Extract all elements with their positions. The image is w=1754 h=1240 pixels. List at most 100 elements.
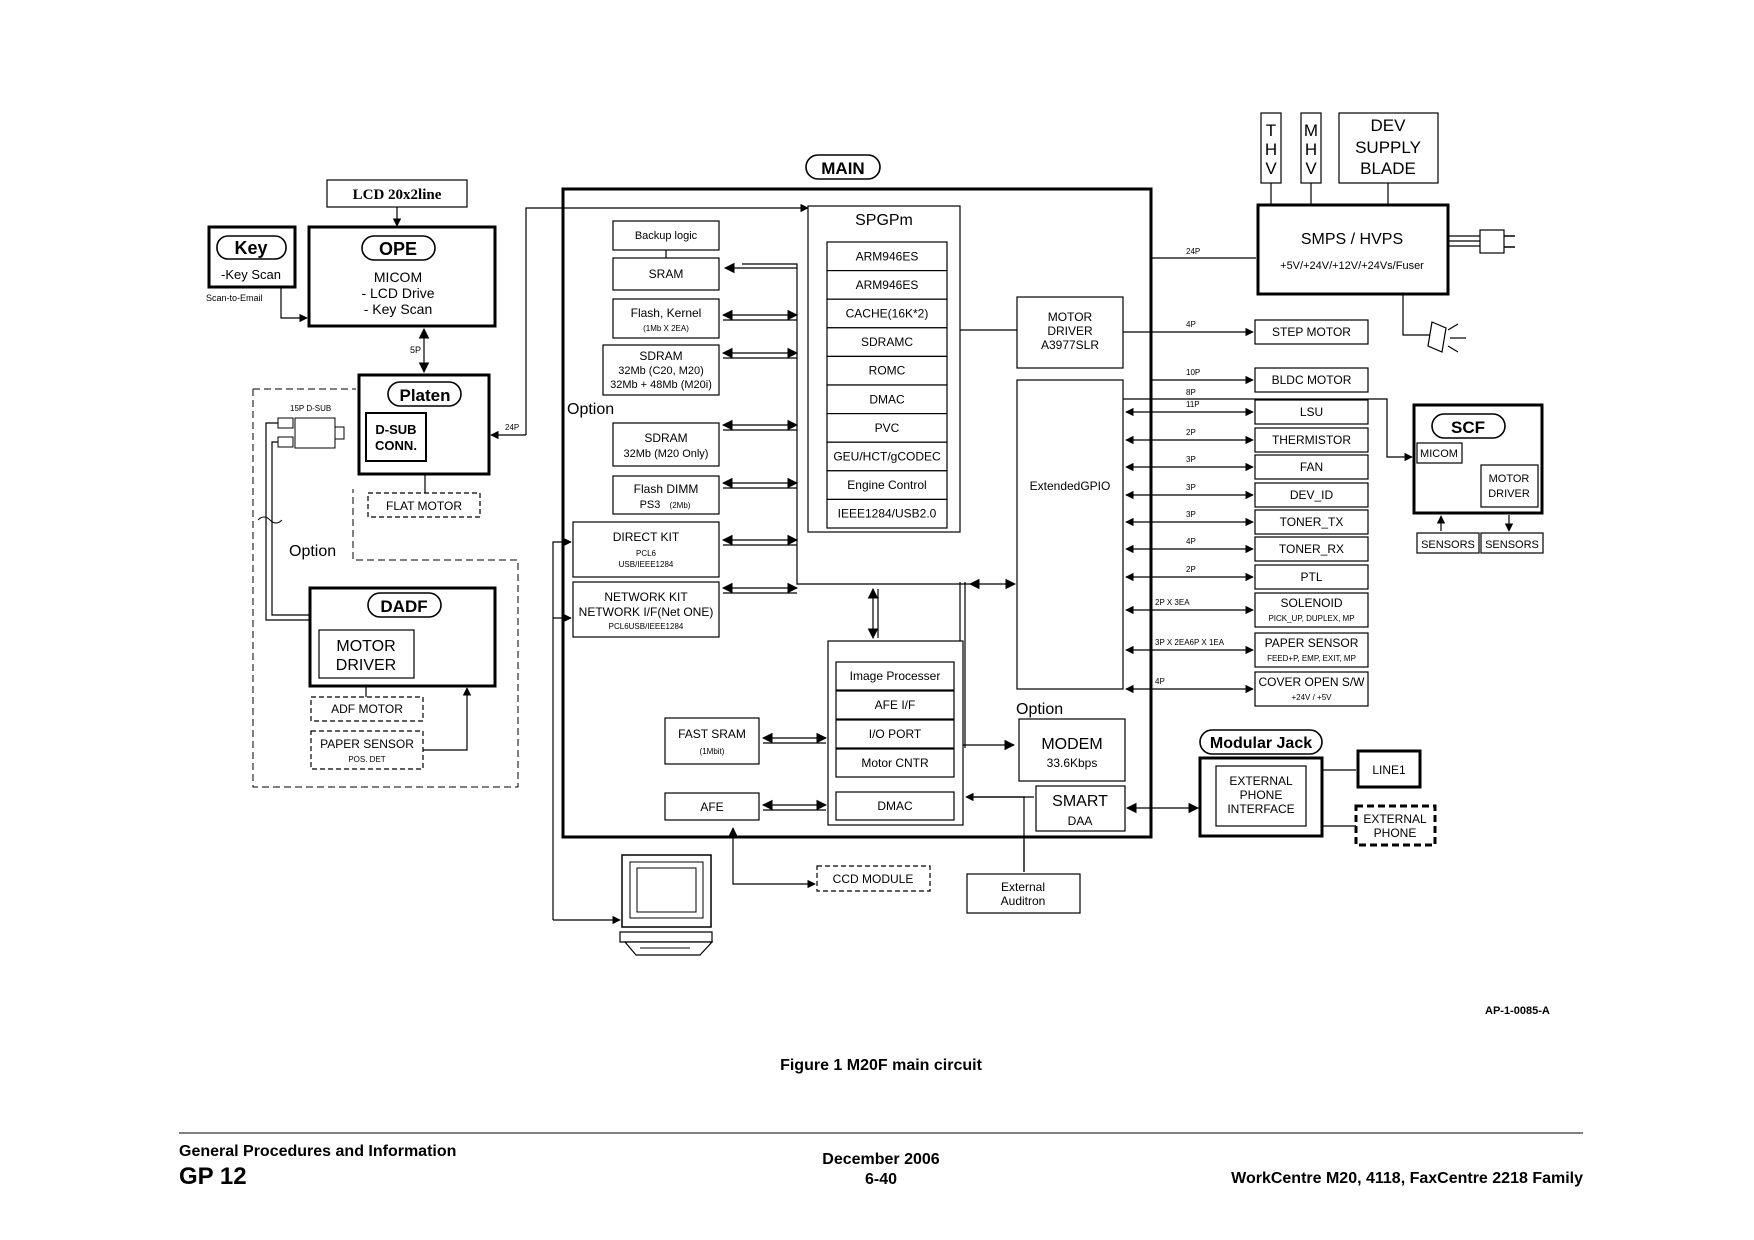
flash-dimm-box: Flash DIMM PS3 (2Mb) [612,475,720,515]
dev-line3: BLADE [1360,159,1416,178]
modular-jack-pill: Modular Jack [1199,729,1323,755]
right-part-box [1254,509,1369,535]
right-part-box [1254,482,1369,508]
line1-label: LINE1 [1372,763,1406,777]
pin-8p: 8P [1186,388,1196,397]
power-plug-icon [1448,229,1515,254]
scan-to-email-label: Scan-to-Email [206,293,263,303]
right-part-label: COVER OPEN S/W [1258,675,1365,689]
key-box: Key -Key Scan [207,225,297,289]
spgpm-item-list: ARM946ESARM946ESCACHE(16K*2)SDRAMCROMCDM… [826,241,948,529]
image-processor-item-label: Motor CNTR [861,756,929,770]
right-pin-label: 2P X 3EA [1155,598,1190,607]
spgpm-item-label: SDRAMC [861,335,913,349]
thv-box: T H V [1260,112,1282,184]
dadf-box: DADF MOTOR DRIVER [308,586,497,688]
right-pin-label: 3P [1186,510,1196,519]
spgpm-item-box [826,470,948,500]
spgpm-item-box [826,298,948,329]
right-part-label: BLDC MOTOR [1272,373,1352,387]
motor-driver-line2: DRIVER [1047,324,1093,338]
right-part-box [1254,319,1369,345]
dsub-conn-line2: CONN. [375,438,417,453]
direct-kit-pcl6: PCL6 [636,549,657,558]
spgpm-item-label: PVC [875,421,900,435]
scf-sensors-1-box: SENSORS [1416,532,1480,554]
mhv-h: H [1305,140,1317,159]
epi-line2: PHONE [1240,788,1283,802]
auditron-line2: Auditron [1001,894,1046,908]
main-title-pill: MAIN [805,154,881,180]
image-processor-item-box [835,661,955,691]
sdram-2-line2: 32Mb (M20 Only) [624,448,709,460]
flash-kernel-sub: (1Mb X 2EA) [643,324,689,333]
network-kit-if: NETWORK I/F(Net ONE) [579,605,714,619]
flat-motor-label: FLAT MOTOR [386,499,462,513]
adf-motor-label: ADF MOTOR [331,702,403,716]
image-processor-item-box [835,690,955,720]
right-part-label: SOLENOID [1280,596,1342,610]
image-processor-item-box [835,791,955,821]
spgpm-item-label: DMAC [869,392,905,406]
right-part-label: PAPER SENSOR [1265,636,1359,650]
adf-motor-box: ADF MOTOR [310,696,424,722]
right-pin-label: 3P X 2EA6P X 1EA [1155,638,1225,647]
main-title: MAIN [821,159,864,178]
backup-logic-box: Backup logic [612,220,720,251]
right-part-label: TONER_TX [1280,515,1344,529]
spgpm-item-label: ARM946ES [856,249,919,263]
modem-title: MODEM [1041,736,1102,753]
smart-title: SMART [1052,793,1108,810]
right-part-box [1254,592,1369,628]
extended-gpio-box: ExtendedGPIO [1016,379,1124,690]
platen-box: Platen D-SUB CONN. [357,373,491,476]
image-processor-item-label: I/O PORT [869,727,922,741]
sdram-2-box: SDRAM 32Mb (M20 Only) [612,422,720,467]
motor-driver-line3: A3977SLR [1041,338,1099,352]
dsub-connector-icon [277,417,345,449]
sdram-1-title: SDRAM [639,349,682,363]
external-phone-interface-box: EXTERNAL PHONE INTERFACE [1198,756,1324,838]
scf-sensors-2-box: SENSORS [1480,532,1544,554]
spgpm-item-box [826,413,948,443]
image-processor-item-label: DMAC [877,799,913,813]
dadf-title: DADF [380,597,427,616]
dadf-paper-sensor-label: PAPER SENSOR [320,737,414,751]
right-part-box [1254,564,1369,590]
spgpm-item-label: ARM946ES [856,278,919,292]
network-kit-title: NETWORK KIT [604,590,688,604]
network-kit-box: NETWORK KIT NETWORK I/F(Net ONE) PCL6USB… [572,581,720,638]
right-part-label: DEV_ID [1290,488,1334,502]
afe-label: AFE [700,800,723,814]
sdram-1-box: SDRAM 32Mb (C20, M20) 32Mb + 48Mb (M20i) [602,344,720,396]
external-phone-box: EXTERNAL PHONE [1354,804,1437,847]
right-part-label: THERMISTOR [1272,433,1351,447]
mhv-box: M H V [1300,112,1322,184]
thv-h: H [1265,140,1277,159]
option-left-label: Option [289,543,336,560]
mhv-v: V [1305,159,1317,178]
right-pin-label: 3P [1186,455,1196,464]
external-auditron-box: External Auditron [966,873,1081,914]
main-board [561,187,1153,839]
image-processor-item-label: AFE I/F [875,698,916,712]
spgpm-item-label: ROMC [869,364,906,378]
right-part-box [1254,536,1369,562]
ope-lcd-drive: - LCD Drive [361,285,434,301]
ext-phone-line1: EXTERNAL [1363,812,1427,826]
backup-logic-label: Backup logic [635,230,698,242]
ccd-module-label: CCD MODULE [833,872,914,886]
right-part-label: PTL [1300,570,1322,584]
network-kit-sub: PCL6USB/IEEE1284 [609,622,684,631]
right-part-label: LSU [1300,405,1323,419]
image-processor-item-label: Image Processer [850,669,941,683]
image-processor-item-box [835,719,955,749]
computer-icon [619,854,714,956]
thv-t: T [1266,121,1276,140]
right-pin-label: 10P [1186,368,1200,377]
dadf-paper-sensor-box: PAPER SENSOR POS. DET [310,730,424,770]
platen-title: Platen [399,386,450,405]
pin-24p-left: 24P [505,423,519,432]
motor-driver-line1: MOTOR [1048,310,1093,324]
